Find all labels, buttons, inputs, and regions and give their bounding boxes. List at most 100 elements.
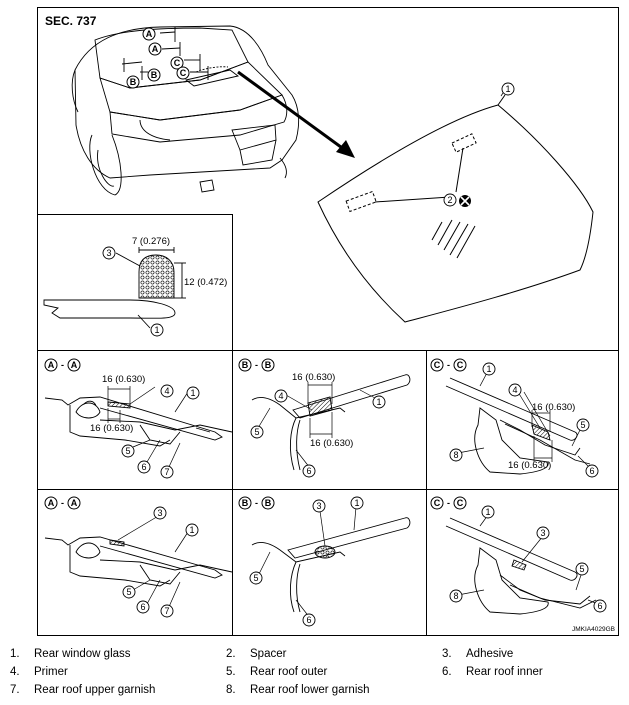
section-label: SEC. 737 [45, 14, 97, 28]
adhesive-detail [43, 247, 186, 329]
dim-b-upper: 16 (0.630) [292, 372, 335, 383]
callout-1-b2: 1 [354, 498, 359, 508]
panel-b2-letter-l: B [242, 498, 249, 508]
callout-6-a2: 6 [140, 602, 145, 612]
callout-1-glass: 1 [505, 84, 510, 94]
legend-label: Rear roof lower garnish [250, 684, 370, 696]
car-section-markers [126, 27, 190, 89]
callout-1-b1: 1 [376, 397, 381, 407]
callout-6-c2: 6 [597, 601, 602, 611]
svg-text:-: - [61, 360, 64, 370]
legend-num: 7. [10, 684, 20, 696]
dim-adhesive-height: 12 (0.472) [184, 277, 227, 288]
callout-1-detail: 1 [154, 325, 159, 335]
callout-5-c2: 5 [579, 564, 584, 574]
panel-a1-letter-r: A [71, 360, 78, 370]
callout-6-c1: 6 [589, 466, 594, 476]
leader-lines [117, 89, 599, 619]
panel-b2-letter-r: B [265, 498, 272, 508]
section-c-c-lower [445, 517, 597, 615]
legend-num: 2. [226, 648, 236, 660]
callout-5-a2: 5 [126, 587, 131, 597]
legend-label: Spacer [250, 648, 287, 660]
section-a-a-upper [44, 396, 233, 447]
panel-c1-letter-r: C [457, 360, 464, 370]
callout-3-b2: 3 [316, 501, 321, 511]
svg-text:-: - [447, 360, 450, 370]
callout-1-a1: 1 [190, 388, 195, 398]
panel-b1-letter-l: B [242, 360, 249, 370]
callout-8-c1: 8 [453, 450, 458, 460]
callout-1-a2: 1 [189, 525, 194, 535]
legend-label: Rear roof upper garnish [34, 684, 156, 696]
callout-3-c2: 3 [540, 528, 545, 538]
panel-a1-letter-l: A [48, 360, 55, 370]
legend-num: 8. [226, 684, 236, 696]
callout-1-c2: 1 [485, 507, 490, 517]
callout-5-b2: 5 [253, 573, 258, 583]
rear-window-diagram: SEC. 737 A A B B C C [37, 7, 619, 636]
car-marker-a1: A [146, 29, 153, 39]
section-b-b-lower [251, 517, 411, 613]
legend-label: Rear roof outer [250, 666, 328, 678]
dim-c-upper: 16 (0.630) [532, 402, 575, 413]
section-b-b-upper [251, 374, 411, 471]
panel-c1-letter-l: C [434, 360, 441, 370]
panel-a2-letter-r: A [71, 498, 78, 508]
svg-text:-: - [255, 360, 258, 370]
legend-label: Adhesive [466, 648, 514, 660]
legend-num: 4. [10, 666, 20, 678]
car-marker-b1: B [151, 70, 158, 80]
legend-label: Rear roof inner [466, 666, 543, 678]
callout-5-b1: 5 [254, 427, 259, 437]
legend-label: Rear window glass [34, 648, 131, 660]
spacer-prohibit-icon [459, 195, 471, 207]
callout-5-c1: 5 [580, 420, 585, 430]
callout-4-a1: 4 [164, 386, 169, 396]
callout-3-a2: 3 [157, 508, 162, 518]
callout-circles [102, 82, 607, 627]
callout-7-a2: 7 [164, 606, 169, 616]
dim-adhesive-width: 7 (0.276) [132, 236, 170, 247]
dim-c-lower: 16 (0.630) [508, 460, 551, 471]
watermark-code: JMKIA4029GB [572, 626, 615, 633]
frame [37, 7, 619, 636]
panel-b1-letter-r: B [265, 360, 272, 370]
callout-3-adhesive: 3 [106, 248, 111, 258]
section-a-a-lower [44, 536, 233, 587]
car-cut-lines [121, 27, 209, 80]
svg-text:-: - [61, 498, 64, 508]
callout-2-spacer: 2 [447, 195, 452, 205]
callout-5-a1: 5 [125, 446, 130, 456]
callout-1-c1: 1 [486, 364, 491, 374]
callout-7-a1: 7 [164, 467, 169, 477]
car-marker-c2: C [180, 68, 187, 78]
callout-6-b1: 6 [306, 466, 311, 476]
panel-c2-letter-r: C [457, 498, 464, 508]
legend-label: Primer [34, 666, 68, 678]
pointer-arrow [237, 70, 355, 158]
legend-num: 6. [442, 666, 452, 678]
dim-a-upper: 16 (0.630) [102, 374, 145, 385]
parts-legend: 1. Rear window glass 2. Spacer 3. Adhesi… [0, 645, 629, 705]
dim-b-lower: 16 (0.630) [310, 438, 353, 449]
svg-text:-: - [447, 498, 450, 508]
callout-6-b2: 6 [306, 615, 311, 625]
panel-a2-letter-l: A [48, 498, 55, 508]
legend-num: 3. [442, 648, 452, 660]
rear-window-glass [317, 94, 594, 323]
dimension-lines [107, 382, 553, 462]
dim-a-lower: 16 (0.630) [90, 423, 133, 434]
legend-num: 5. [226, 666, 236, 678]
callout-4-c1: 4 [512, 385, 517, 395]
callout-6-a1: 6 [141, 462, 146, 472]
panel-headers: - - - - - - [44, 358, 467, 510]
callout-8-c2: 8 [453, 591, 458, 601]
car-rear-illustration [71, 25, 300, 196]
car-marker-b2: B [130, 77, 137, 87]
svg-text:-: - [255, 498, 258, 508]
callout-4-b1: 4 [278, 391, 283, 401]
car-marker-a2: A [152, 44, 159, 54]
car-marker-c1: C [174, 58, 181, 68]
panel-c2-letter-l: C [434, 498, 441, 508]
